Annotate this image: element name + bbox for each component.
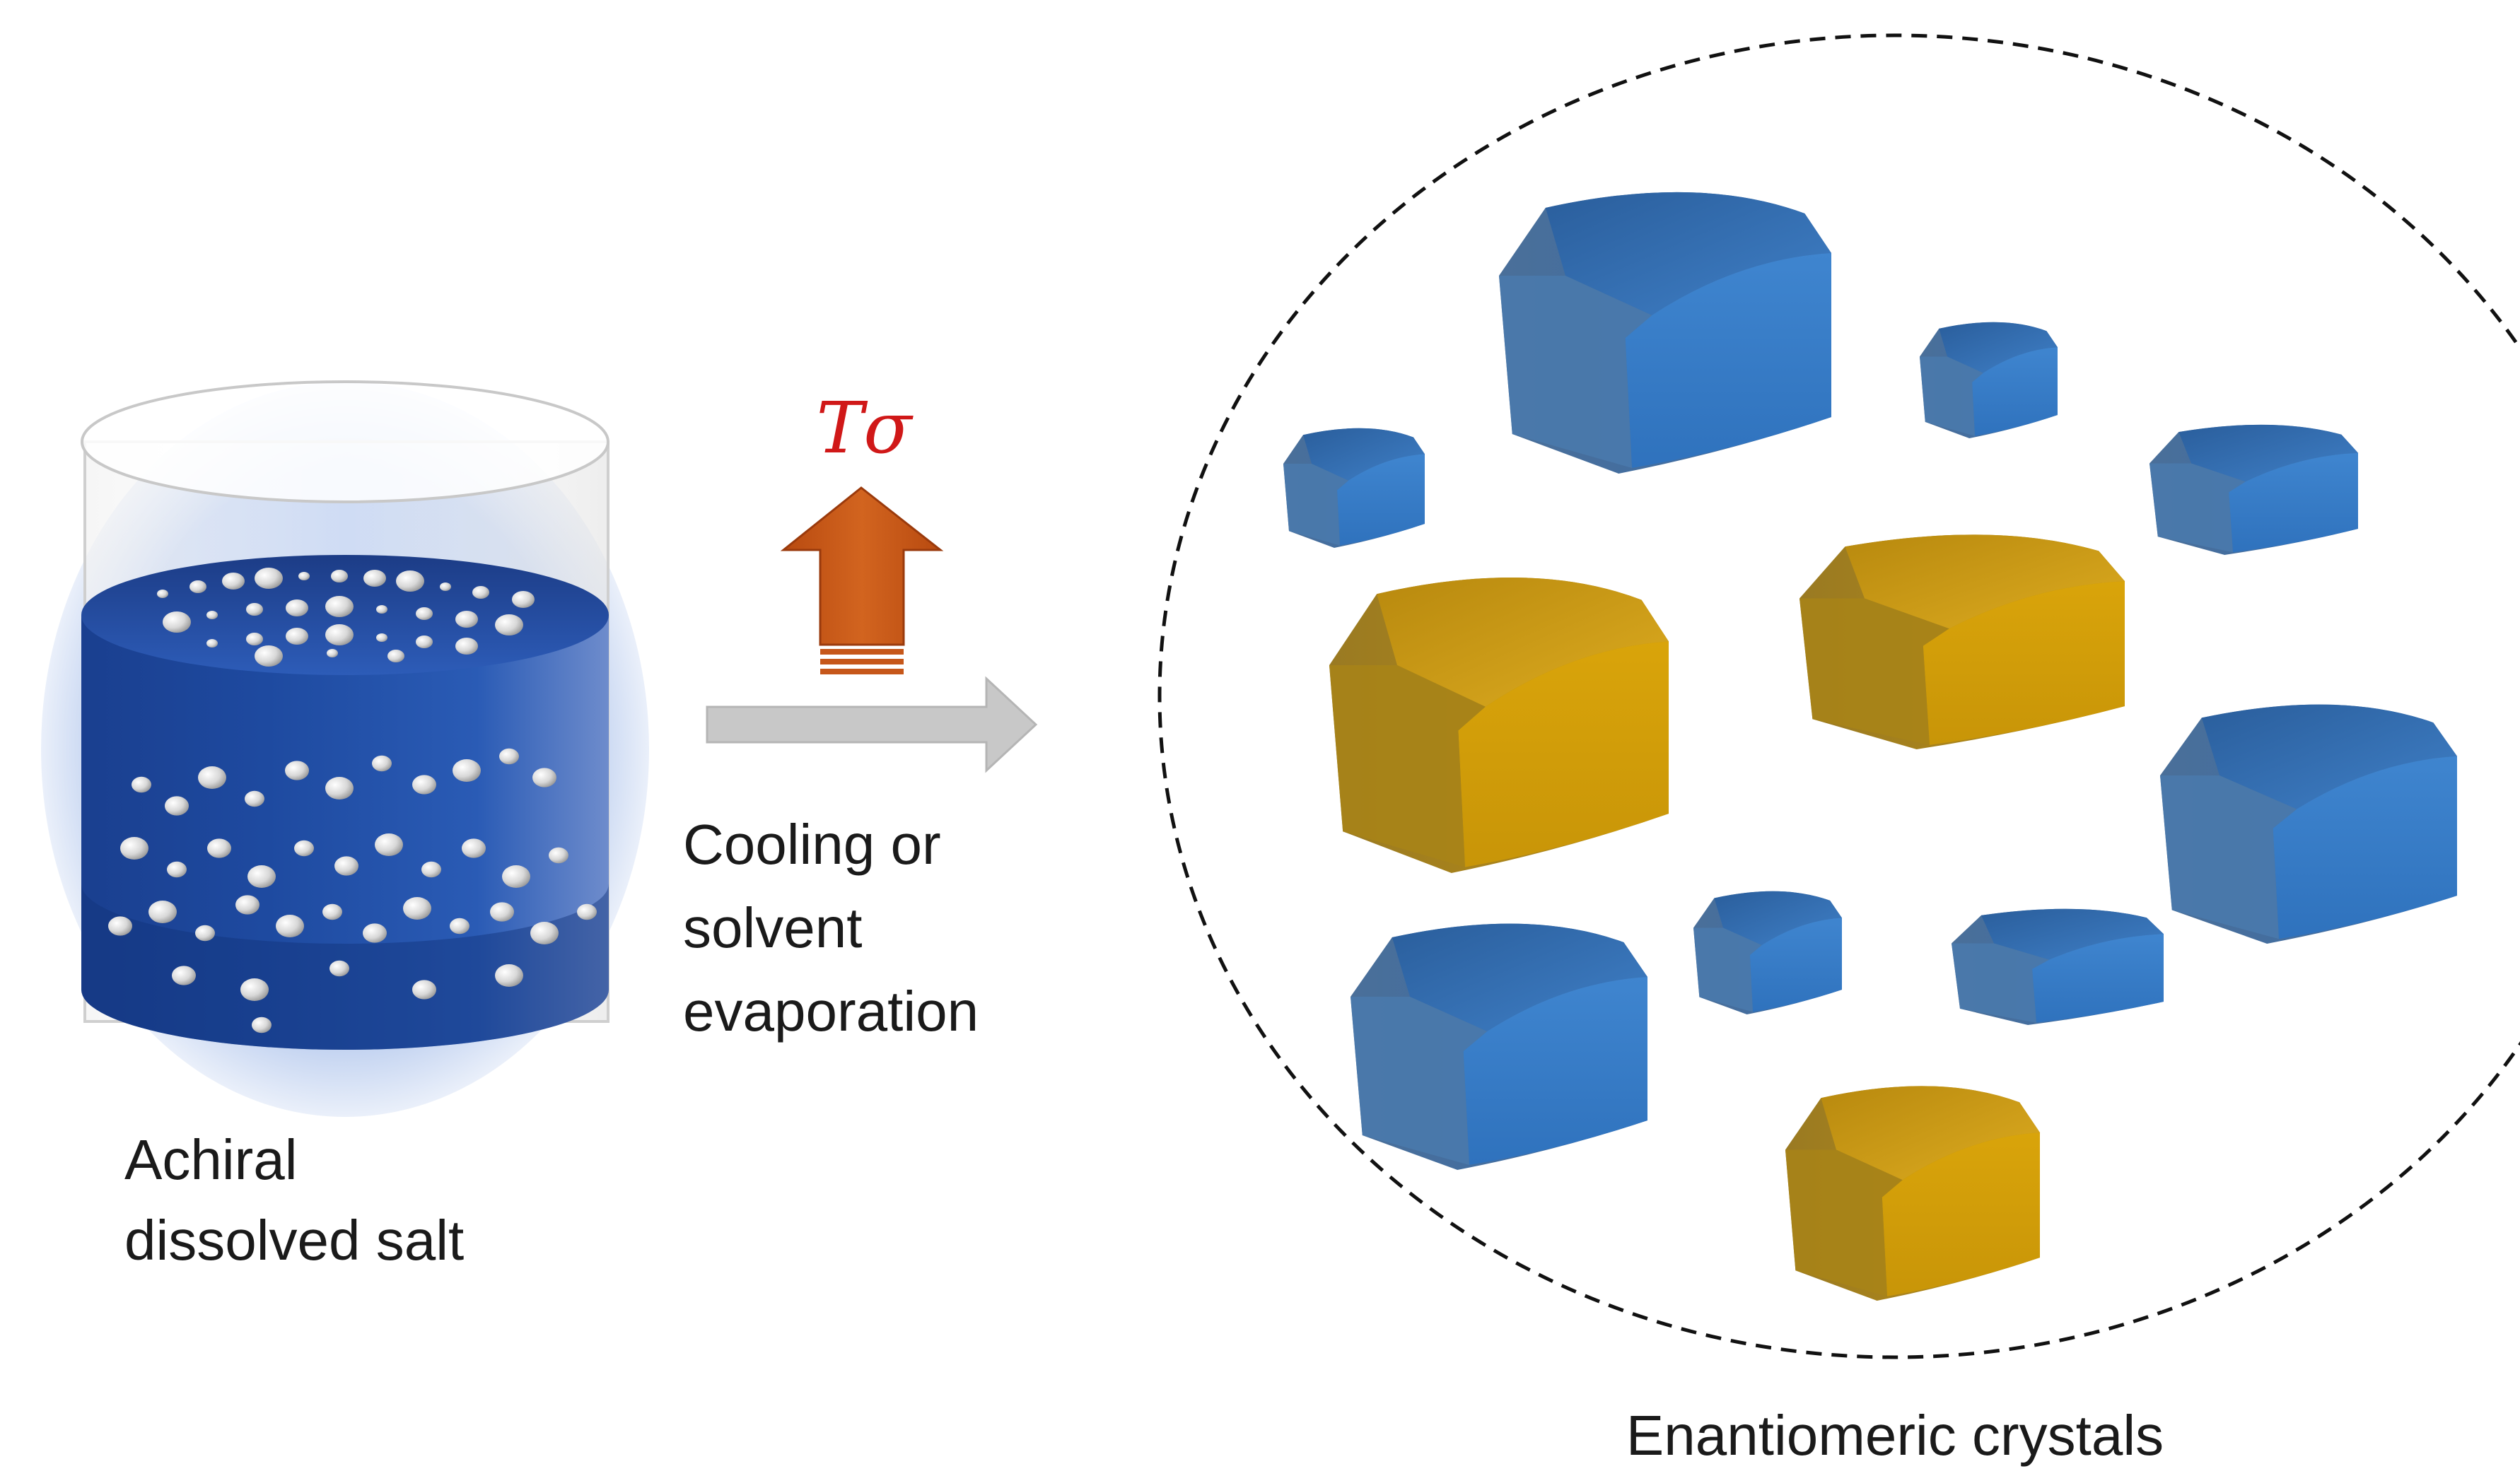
process-label-line3: evaporation bbox=[683, 980, 979, 1043]
beaker-label-line1: Achiral bbox=[124, 1128, 298, 1191]
up-arrow-icon bbox=[780, 486, 944, 674]
process-label-line1: Cooling or bbox=[683, 813, 941, 876]
beaker-icon bbox=[41, 380, 649, 1117]
crystal-blue-medium-right bbox=[2149, 424, 2358, 555]
right-arrow-icon bbox=[706, 676, 1038, 773]
crystal-gold-bottom bbox=[1785, 1086, 2040, 1301]
crystal-gold-large-left bbox=[1329, 577, 1669, 873]
crystal-blue-lower-left bbox=[1351, 923, 1647, 1170]
temperature-supersaturation-symbol: Tσ bbox=[817, 387, 914, 469]
crystal-gold-large-center bbox=[1799, 534, 2125, 749]
crystal-blue-large-top bbox=[1499, 192, 1831, 474]
beaker-label-line2: dissolved salt bbox=[124, 1209, 464, 1272]
crystal-blue-small-lower-right bbox=[1952, 908, 2164, 1025]
crystal-region-circle bbox=[1157, 33, 2520, 1359]
crystal-blue-small-lower-center bbox=[1693, 891, 1842, 1014]
crystal-group bbox=[1283, 192, 2457, 1301]
crystal-blue-small-left bbox=[1283, 428, 1425, 548]
crystal-blue-large-right bbox=[2160, 704, 2457, 944]
crystal-blue-small-top-right bbox=[1920, 322, 2058, 438]
dissolved-particles bbox=[108, 568, 597, 1033]
process-label-line2: solvent bbox=[683, 896, 862, 959]
crystals-label: Enantiomeric crystals bbox=[1626, 1404, 2164, 1467]
